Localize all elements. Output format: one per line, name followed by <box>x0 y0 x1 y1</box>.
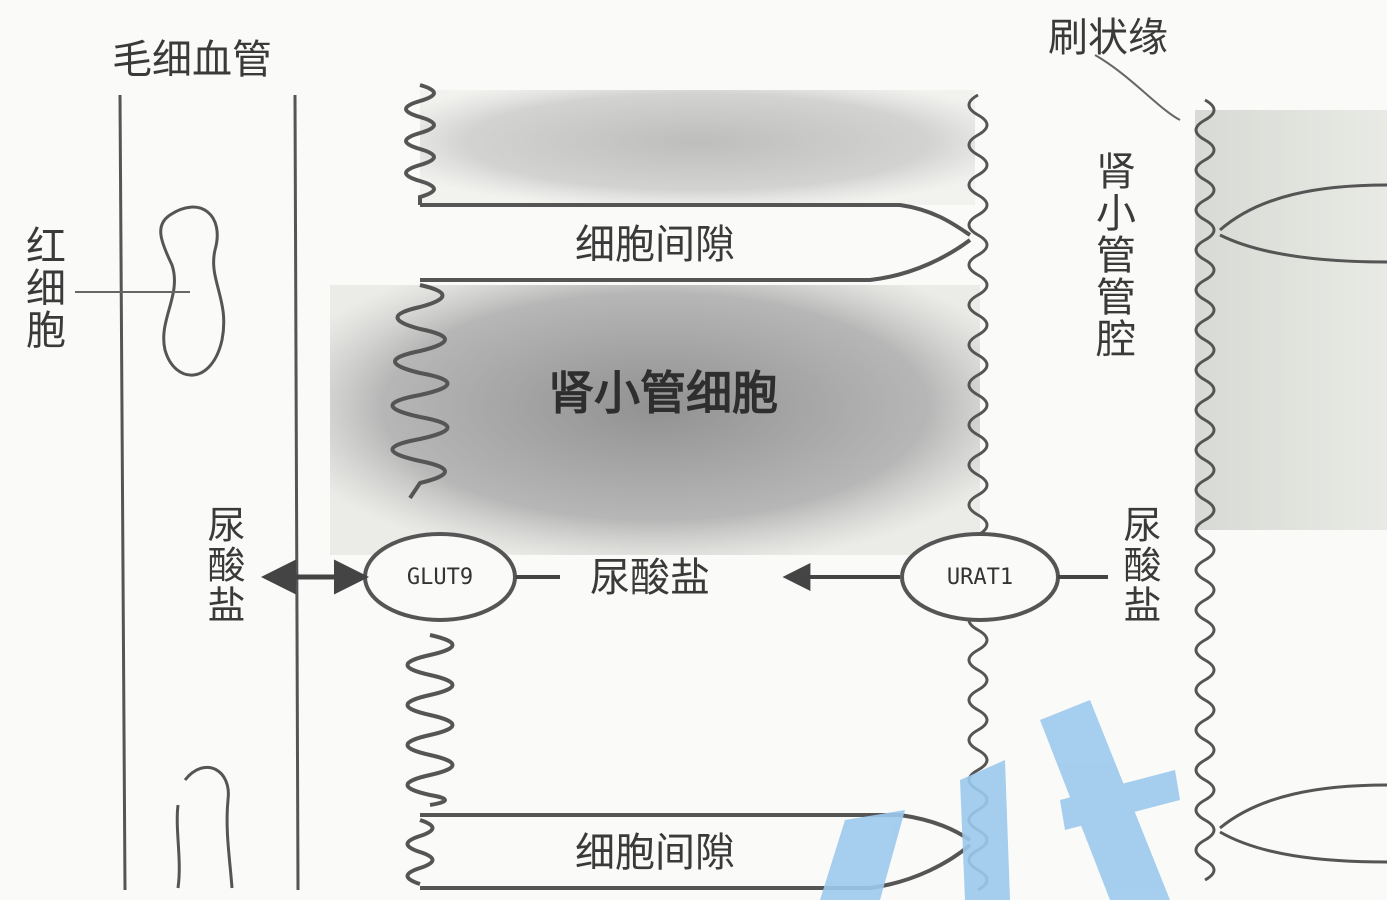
red-blood-cell <box>159 205 226 377</box>
capillary-label: 毛细血管 <box>112 37 272 83</box>
capillary-wall-left <box>118 94 127 891</box>
intercellular-border-top2 <box>420 238 972 282</box>
brush-border-right <box>1194 98 1216 882</box>
right-cell-border-bot2 <box>1219 830 1387 864</box>
urate-label-right: 尿酸盐 <box>1117 505 1161 625</box>
watermark <box>820 700 1180 900</box>
urat1-label: URAT1 <box>946 565 1014 590</box>
red-blood-cell-lower <box>175 766 234 889</box>
right-cell-border-top2 <box>1219 233 1387 264</box>
right-cell-border-top <box>1219 183 1387 232</box>
capillary-wall-right <box>293 94 300 891</box>
red-blood-cell-label: 红细胞 <box>19 225 65 351</box>
intercellular-border-top <box>420 203 972 237</box>
right-cell-shade <box>1195 110 1387 530</box>
urate-label-middle: 尿酸盐 <box>590 555 710 601</box>
tubule-cell-label: 肾小管细胞 <box>548 366 778 420</box>
intercellular-space-label-top: 细胞间隙 <box>575 222 735 268</box>
urate-label-left: 尿酸盐 <box>201 505 245 625</box>
basolateral-membrane-bottom <box>405 818 435 886</box>
basolateral-membrane-mid <box>390 283 450 500</box>
right-cell-border-bot <box>1219 783 1387 830</box>
basolateral-membrane-top <box>404 83 436 205</box>
brush-border-label: 刷状缘 <box>1048 15 1168 61</box>
brush-border-pointer <box>1094 54 1181 121</box>
tubule-lumen-label: 肾小管管腔 <box>1089 150 1135 360</box>
brush-border-left <box>967 93 989 537</box>
basolateral-membrane-low <box>405 633 455 807</box>
tubule-cell-shade-top <box>420 90 975 205</box>
glut9-label: GLUT9 <box>406 565 474 590</box>
intercellular-space-label-bottom: 细胞间隙 <box>575 830 735 876</box>
